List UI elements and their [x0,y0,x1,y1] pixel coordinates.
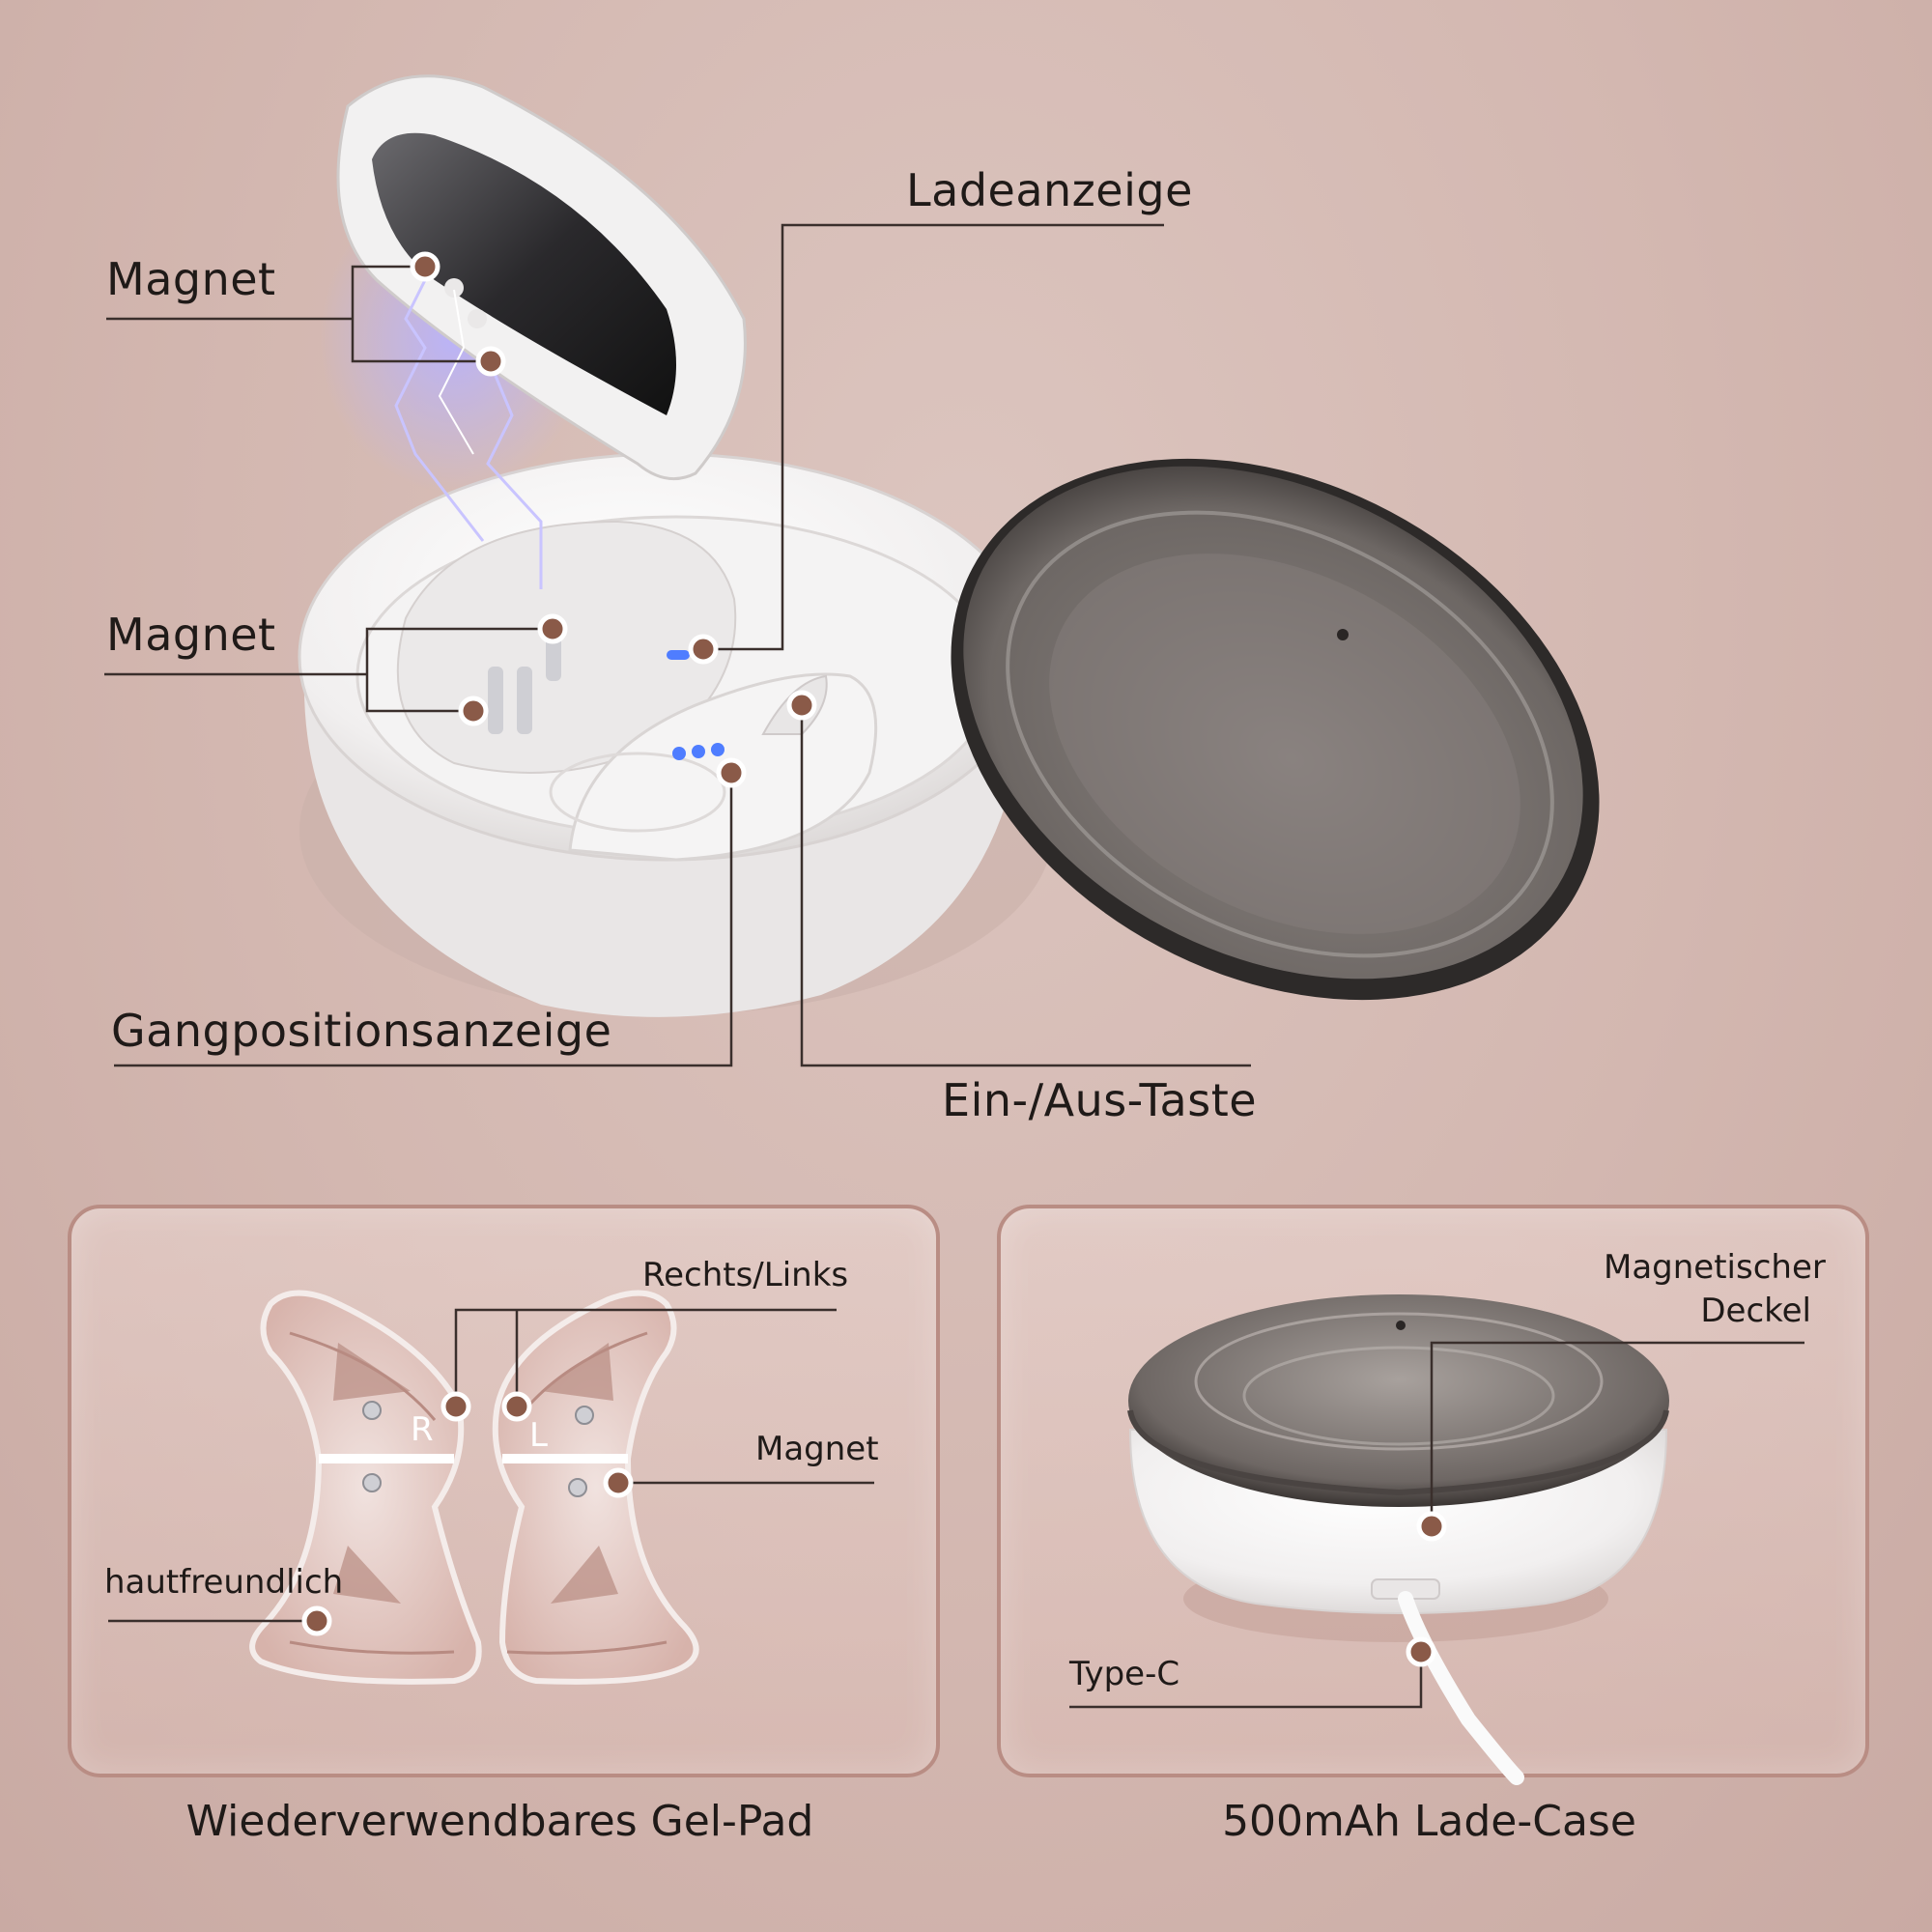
case-leader-lines [1069,1341,1804,1709]
charging-case [298,452,1053,1017]
closed-charging-case [1127,1294,1669,1785]
charge-indicator-light [667,650,690,660]
gear-indicator-light-3 [711,743,724,756]
label-pad-magnet: Magnet [755,1430,879,1468]
pad-letter-right: R [411,1410,434,1449]
label-magnet-middle: Magnet [106,609,276,661]
label-charge-indicator: Ladeanzeige [906,164,1193,216]
caption-charging-case: 500mAh Lade-Case [1222,1797,1636,1846]
label-magnetic-lid-line2: Deckel [1700,1292,1811,1330]
label-power-button: Ein-/Aus-Taste [942,1074,1258,1126]
gear-indicator-light-1 [672,747,686,760]
case-lid [951,458,1600,1001]
label-magnet-top: Magnet [106,253,276,305]
label-type-c: Type-C [1069,1655,1180,1693]
label-skin-friendly: hautfreundlich [104,1563,344,1602]
gel-pad-panel [68,1205,940,1777]
caption-gel-pad: Wiederverwendbares Gel-Pad [185,1797,814,1846]
gel-pad-right [249,1290,482,1685]
leader-lines [104,223,1251,1067]
label-magnetic-lid-line1: Magnetischer [1604,1248,1826,1287]
label-gear-indicator: Gangpositionsanzeige [111,1005,612,1057]
gear-indicator-light-2 [692,745,705,758]
label-right-left: Rechts/Links [642,1256,849,1294]
gel-pad-leader-lines [108,1308,874,1623]
case-marker-dots [1406,1511,1447,1667]
marker-dots [410,251,817,788]
pad-letter-left: L [529,1416,548,1455]
gel-pad-marker-dots [301,1391,634,1636]
massager-device [319,74,747,589]
